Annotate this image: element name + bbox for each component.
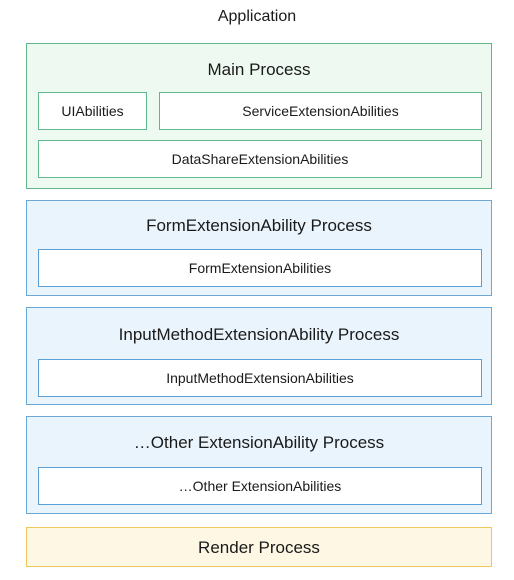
form-extension-abilities-box: FormExtensionAbilities [38, 249, 482, 287]
input-method-extension-process-title: InputMethodExtensionAbility Process [118, 325, 400, 344]
input-method-extension-abilities-box: InputMethodExtensionAbilities [38, 359, 482, 397]
render-process-box: Render Process [26, 527, 492, 567]
service-extension-abilities-box: ServiceExtensionAbilities [159, 92, 482, 130]
form-extension-process-title: FormExtensionAbility Process [146, 216, 372, 235]
main-process-box: Main Process UIAbilities ServiceExtensio… [26, 43, 492, 189]
application-title: Application [217, 8, 297, 25]
other-extension-process-title: …Other ExtensionAbility Process [133, 433, 385, 452]
render-process-title: Render Process [198, 538, 320, 557]
input-method-extension-process-box: InputMethodExtensionAbility Process Inpu… [26, 307, 492, 405]
other-extension-process-box: …Other ExtensionAbility Process …Other E… [26, 416, 492, 514]
ui-abilities-box: UIAbilities [38, 92, 147, 130]
other-extension-abilities-box: …Other ExtensionAbilities [38, 467, 482, 505]
form-extension-process-box: FormExtensionAbility Process FormExtensi… [26, 200, 492, 296]
datashare-extension-abilities-box: DataShareExtensionAbilities [38, 140, 482, 178]
main-process-title: Main Process [207, 60, 311, 79]
